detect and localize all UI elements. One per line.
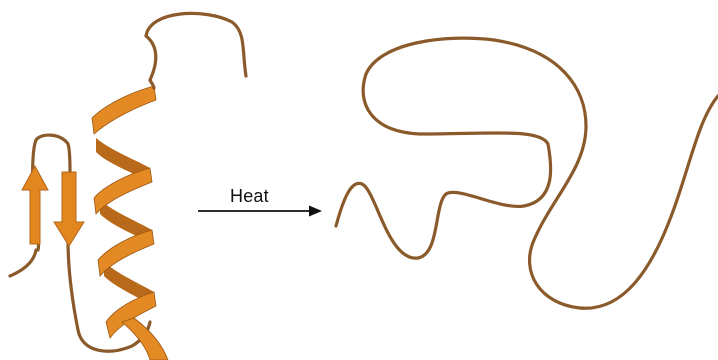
folded-left-tail xyxy=(10,250,36,276)
folded-top-loop xyxy=(146,13,246,80)
heat-label: Heat xyxy=(230,186,269,207)
heat-arrow xyxy=(198,206,322,217)
beta-strand-up xyxy=(22,166,48,244)
unfolded-random-coil xyxy=(336,38,718,308)
alpha-helix xyxy=(92,80,168,360)
beta-strand-down xyxy=(54,172,84,246)
folded-protein xyxy=(10,13,246,360)
